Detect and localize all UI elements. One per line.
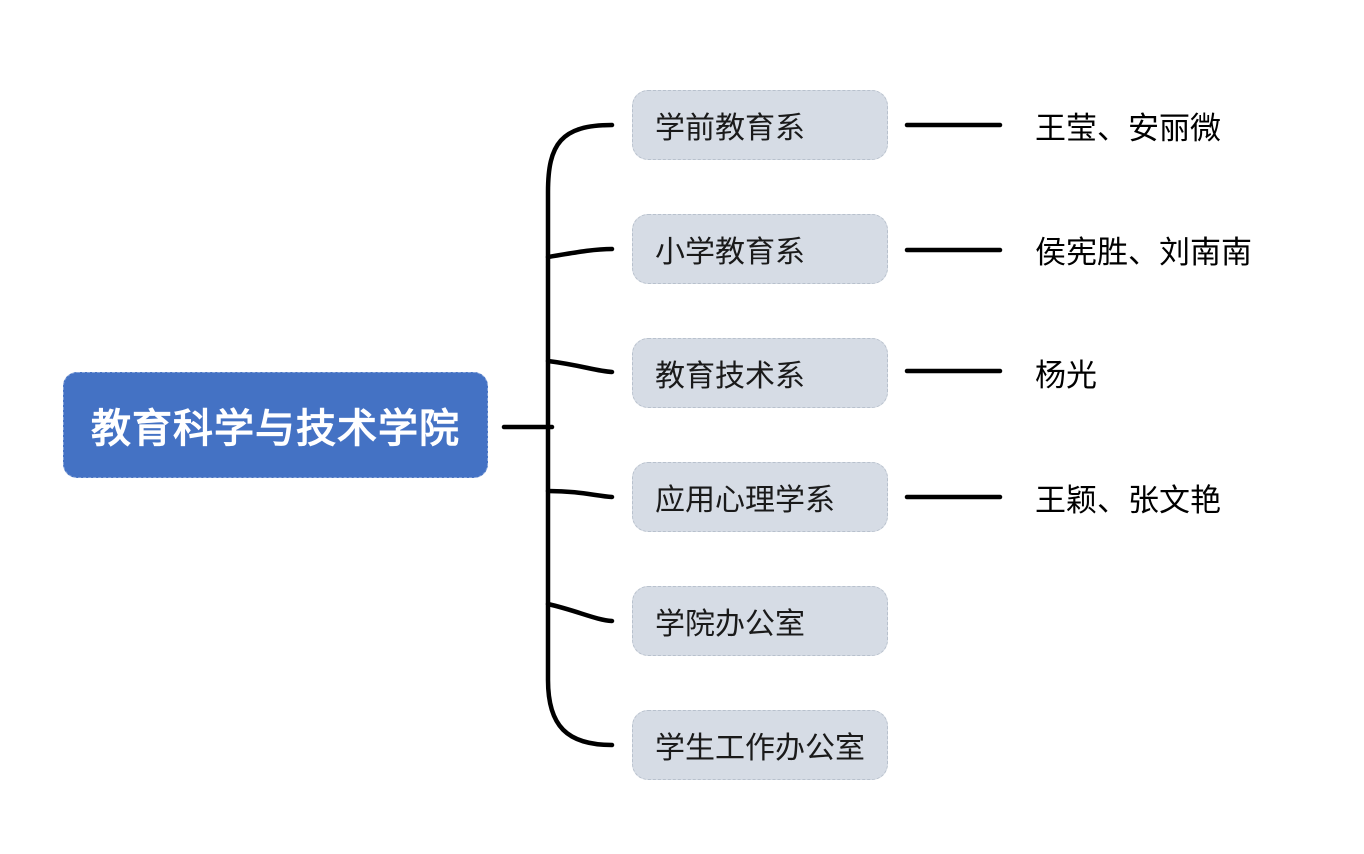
- member-names-preschool-education[interactable]: 王莹、安丽微: [1035, 103, 1221, 147]
- branch-node-label: 学生工作办公室: [655, 732, 865, 765]
- branch-connector-5: [545, 601, 615, 624]
- root-node-college[interactable]: 教育科学与技术学院: [63, 372, 488, 478]
- branch-connector-4: [545, 488, 615, 500]
- branch-connector-2: [545, 246, 615, 260]
- member-names-text: 王莹、安丽微: [1035, 110, 1221, 146]
- branch-node-label: 小学教育系: [655, 236, 805, 269]
- member-names-text: 杨光: [1035, 357, 1097, 393]
- branch-node-label: 学院办公室: [655, 608, 805, 641]
- branch-node-education-technology[interactable]: 教育技术系: [632, 338, 888, 408]
- member-names-text: 侯宪胜、刘南南: [1035, 234, 1252, 270]
- branch-node-preschool-education[interactable]: 学前教育系: [632, 90, 888, 160]
- branch-node-label: 学前教育系: [655, 112, 805, 145]
- trunk-connector: [545, 122, 615, 748]
- member-names-education-technology[interactable]: 杨光: [1035, 350, 1097, 394]
- member-names-applied-psychology[interactable]: 王颖、张文艳: [1035, 475, 1221, 519]
- member-names-text: 王颖、张文艳: [1035, 482, 1221, 518]
- branch-node-label: 应用心理学系: [655, 484, 835, 517]
- branch-node-college-office[interactable]: 学院办公室: [632, 586, 888, 656]
- branch-node-label: 教育技术系: [655, 360, 805, 393]
- root-node-label: 教育科学与技术学院: [91, 407, 460, 451]
- branch-node-student-affairs-office[interactable]: 学生工作办公室: [632, 710, 888, 780]
- branch-connector-3: [545, 358, 615, 375]
- branch-node-primary-education[interactable]: 小学教育系: [632, 214, 888, 284]
- branch-node-applied-psychology[interactable]: 应用心理学系: [632, 462, 888, 532]
- member-names-primary-education[interactable]: 侯宪胜、刘南南: [1035, 227, 1252, 271]
